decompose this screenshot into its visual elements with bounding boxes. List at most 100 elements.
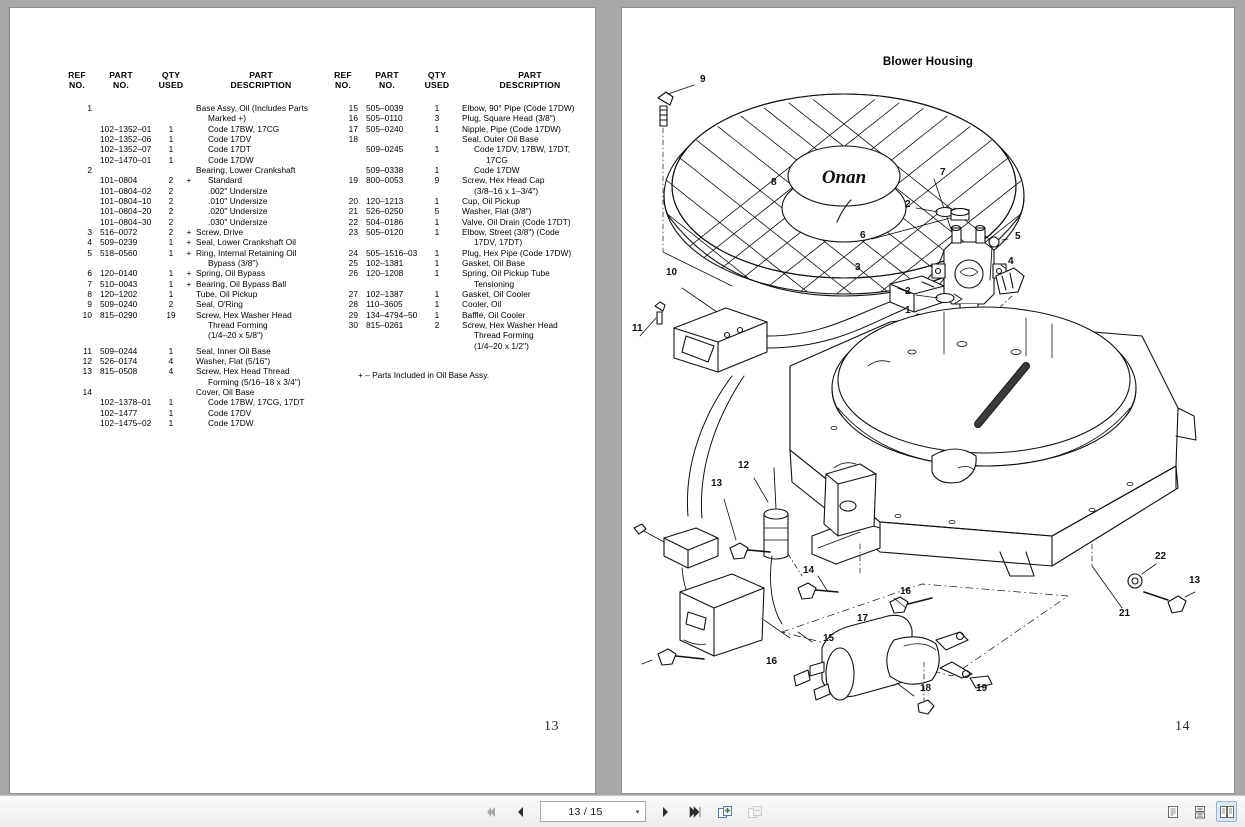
cell-qty-used: 2 [168,226,174,237]
cell-qty-used: 1 [168,345,174,356]
cell-plus-marker: + [186,237,192,248]
cell-qty-used: 4 [168,356,174,367]
coil-clamp-18-part [886,631,993,697]
cell-part-description: (1/4–20 x 1/2") [474,340,529,351]
cell-plus-marker [450,310,460,320]
cell-part-description: Code 17BW, 17CG, 17DT [208,397,305,408]
continuous-view-button[interactable] [1189,801,1210,822]
cell-plus-marker [184,346,194,356]
document-page-left[interactable]: REF NO. PART NO. QTY USED PART DESCRIPTI… [10,8,595,793]
cell-plus-marker [184,377,194,387]
page-number-left: 13 [544,719,559,734]
bolt-13-left-part [723,498,771,560]
cell-part-description: Plug, Square Head (3/8") [462,113,556,124]
cell-qty-used [424,134,450,144]
cell-qty-used: 19 [166,309,176,320]
cell-plus-marker [184,134,194,144]
cell-qty-used [158,387,184,397]
cell-part-no: 505–0110 [366,113,403,124]
document-page-right[interactable]: Blower Housing [622,8,1234,793]
bolt-bottom-part [917,699,935,715]
cell-ref-no: 17 [348,123,358,134]
cell-part-no [96,377,158,387]
cell-ref-no [62,124,96,134]
cell-qty-used [424,341,450,351]
cell-part-no [96,387,158,397]
cell-ref-no: 24 [348,247,358,258]
parts-row: Thread Forming [328,330,596,340]
cell-plus-marker [450,237,460,247]
previous-page-button[interactable] [510,801,531,822]
cell-part-description: 17DV, 17DT) [474,237,523,248]
screw-11-part [639,301,666,337]
single-page-view-button[interactable] [1162,801,1183,822]
cell-part-no: 510–0043 [100,278,138,289]
cell-part-no: 509–0239 [100,237,138,248]
cell-plus-marker [184,165,194,175]
next-page-button[interactable] [655,801,676,822]
remove-page-button[interactable] [745,801,766,822]
cell-plus-marker [184,155,194,165]
cell-part-no: 120–1208 [366,268,404,279]
chevron-down-icon[interactable]: ▾ [635,808,640,816]
cell-plus-marker [450,175,460,185]
facing-pages-view-button[interactable] [1216,801,1237,822]
cell-qty-used: 1 [168,123,174,134]
cell-part-description: Screw, Drive [196,226,244,237]
diagram-callout-8: 8 [771,177,777,188]
cell-part-no: 509–0245 [366,144,404,155]
cell-plus-marker [184,387,194,397]
cell-plus-marker [184,144,194,154]
diagram-callout-6: 6 [860,230,866,241]
first-page-button[interactable] [480,801,501,822]
cell-plus-marker [184,408,194,418]
cell-ref-no [62,408,96,418]
cell-qty-used: 2 [168,185,174,196]
cell-plus-marker: + [186,278,192,289]
cell-qty-used: 1 [168,397,174,408]
cell-qty-used: 2 [434,320,440,331]
parts-row: Thread Forming [62,320,324,330]
cell-part-description: Plug, Hex Pipe (Code 17DW) [462,247,572,258]
page-number-input[interactable]: 13 / 15 ▾ [539,801,646,822]
cell-part-no: 102–1381 [366,257,404,268]
last-page-button[interactable] [685,801,706,822]
cell-part-no: 102–1387 [366,289,404,299]
insert-page-button[interactable] [715,801,736,822]
cell-part-description: Code 17DW [208,418,254,429]
cell-qty-used: 1 [434,257,440,268]
cell-ref-no [62,186,96,196]
view-mode-group [1162,801,1237,822]
cell-qty-used: 4 [168,366,174,377]
cell-ref-no [62,418,96,428]
diagram-title: Blower Housing [882,56,974,68]
cell-ref-no: 9 [87,299,92,310]
cell-ref-no: 4 [87,237,92,248]
cell-part-no: 102–1378–01 [100,397,152,408]
cell-part-description: Tube, Oil Pickup [196,289,258,299]
cell-qty-used: 1 [168,289,174,299]
cell-part-description: Seal, Inner Oil Base [196,345,271,356]
cell-part-description: Screw, Hex Washer Head [196,309,292,320]
cell-part-description: Thread Forming [208,320,268,331]
cell-plus-marker [184,113,194,123]
cell-part-description: Valve, Oil Drain (Code 17DT) [462,216,571,227]
cell-qty-used [158,377,184,387]
cell-plus-marker [184,330,194,340]
cell-qty-used: 5 [434,206,440,217]
cell-qty-used [158,330,184,340]
